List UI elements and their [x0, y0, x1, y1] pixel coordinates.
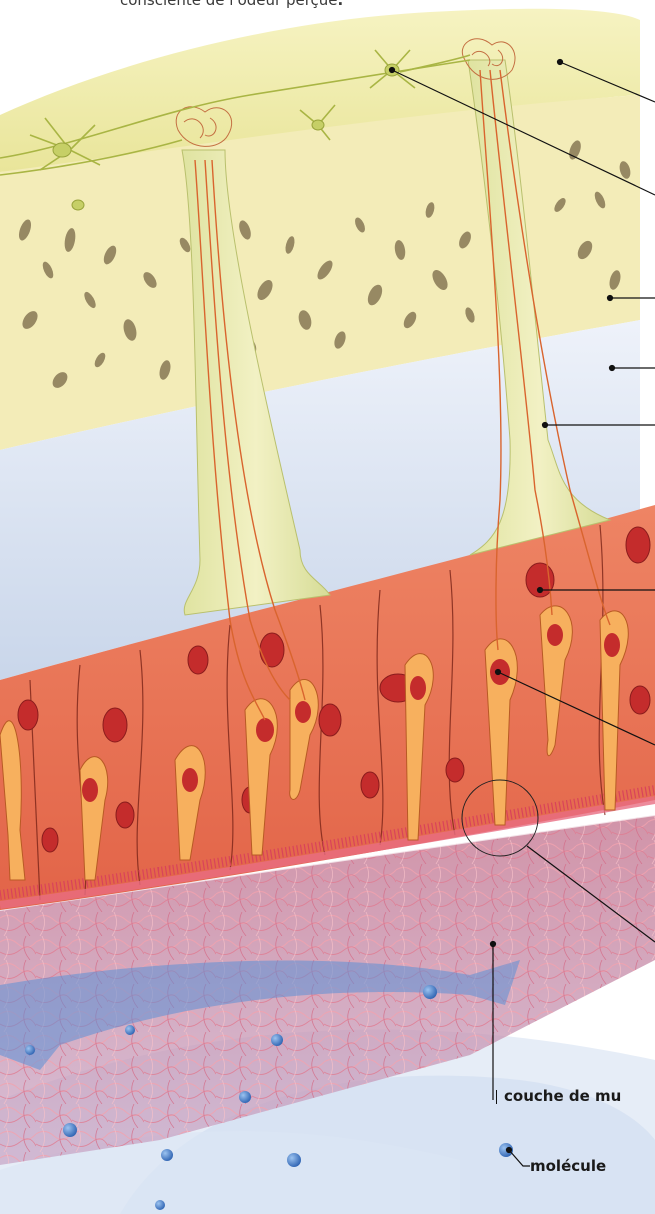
label-molecule-text: molécule — [530, 1157, 606, 1175]
label-mucus-layer-text: couche de mu — [504, 1087, 621, 1105]
label-molecule: molécule — [530, 1157, 606, 1175]
label-mucus-layer: couche de mu — [496, 1087, 621, 1105]
